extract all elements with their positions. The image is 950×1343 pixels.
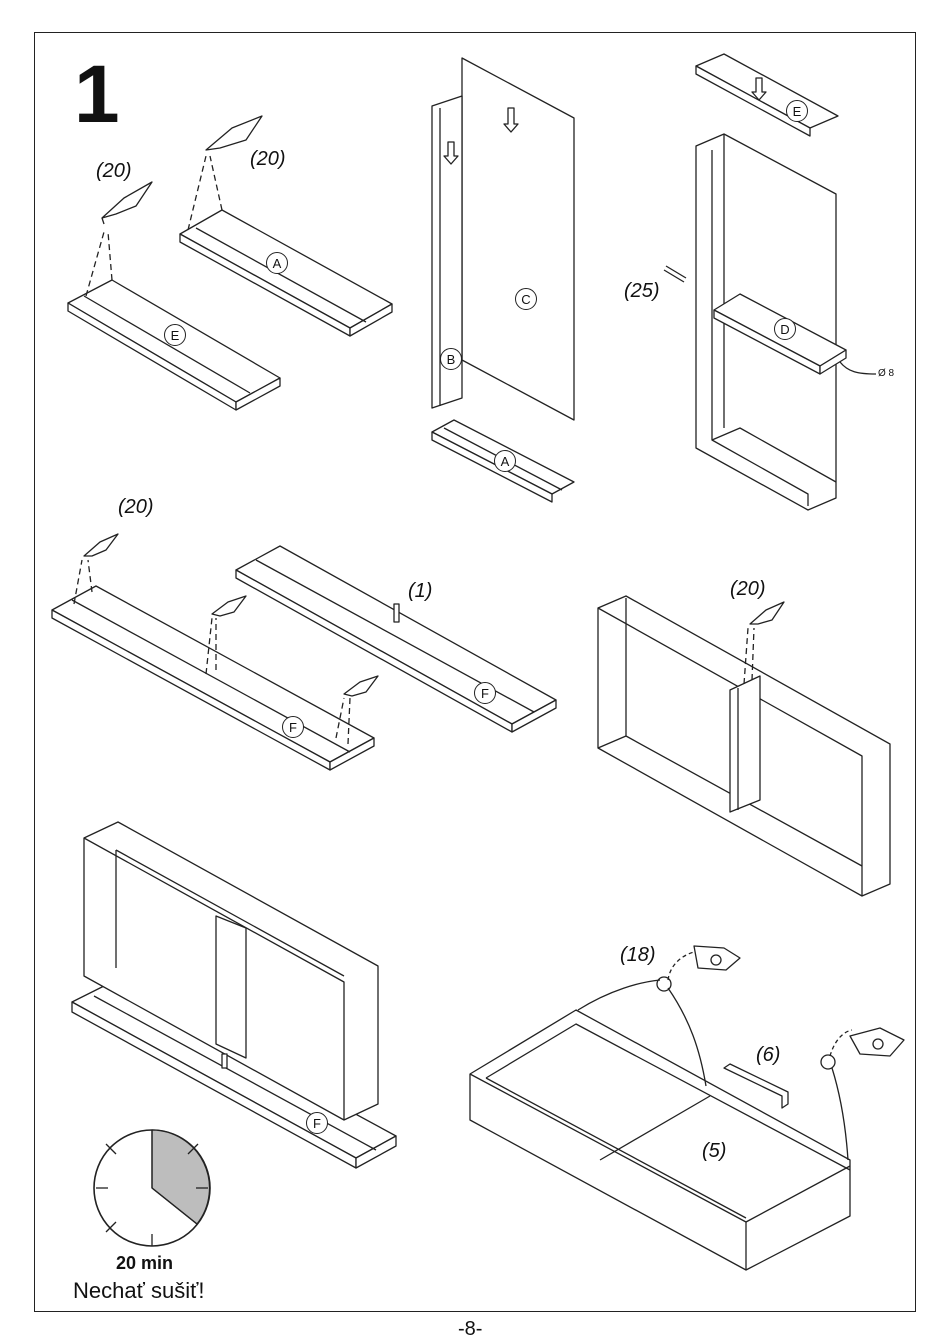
part-label-c: C <box>515 288 537 310</box>
frame-d-e-assembly-drawing <box>663 53 877 511</box>
clock-icon <box>93 1129 211 1247</box>
instruction-page-frame <box>34 32 916 1312</box>
part-label-f: F <box>282 716 304 738</box>
part-label-f: F <box>474 682 496 704</box>
glue-quantity-label: (20) <box>730 578 766 600</box>
drawer-handle-drawing <box>469 945 905 1271</box>
carcass-divider-drawing <box>597 595 891 897</box>
part-label-e: E <box>786 100 808 122</box>
part-label-f: F <box>306 1112 328 1134</box>
part-label-a: A <box>266 252 288 274</box>
part-label-e: E <box>164 324 186 346</box>
glue-quantity-label: (20) <box>96 160 132 182</box>
page-number: -8- <box>458 1318 483 1340</box>
panel-a-glue-drawing <box>179 115 393 337</box>
knob-quantity-label: (18) <box>620 944 656 966</box>
screw-quantity-label: (25) <box>624 280 660 302</box>
screw-quantity-label: (5) <box>702 1140 727 1162</box>
panels-b-c-assembly-drawing <box>431 57 575 503</box>
part-label-b: B <box>440 348 462 370</box>
drying-note: Nechať sušiť! <box>73 1278 205 1303</box>
drying-time: 20 min <box>116 1253 174 1273</box>
panel-e-glue-drawing <box>67 181 281 411</box>
glue-quantity-label: (20) <box>250 148 286 170</box>
step-number: 1 <box>74 49 120 140</box>
hole-diameter-label: Ø 8 <box>878 368 895 379</box>
part-label-a: A <box>494 450 516 472</box>
panels-f-glue-drawing <box>51 533 557 771</box>
glue-quantity-label: (20) <box>118 496 154 518</box>
frame-on-panel-f-drawing <box>71 821 397 1169</box>
handle-quantity-label: (6) <box>756 1044 781 1066</box>
dowel-quantity-label: (1) <box>408 580 433 602</box>
part-label-d: D <box>774 318 796 340</box>
